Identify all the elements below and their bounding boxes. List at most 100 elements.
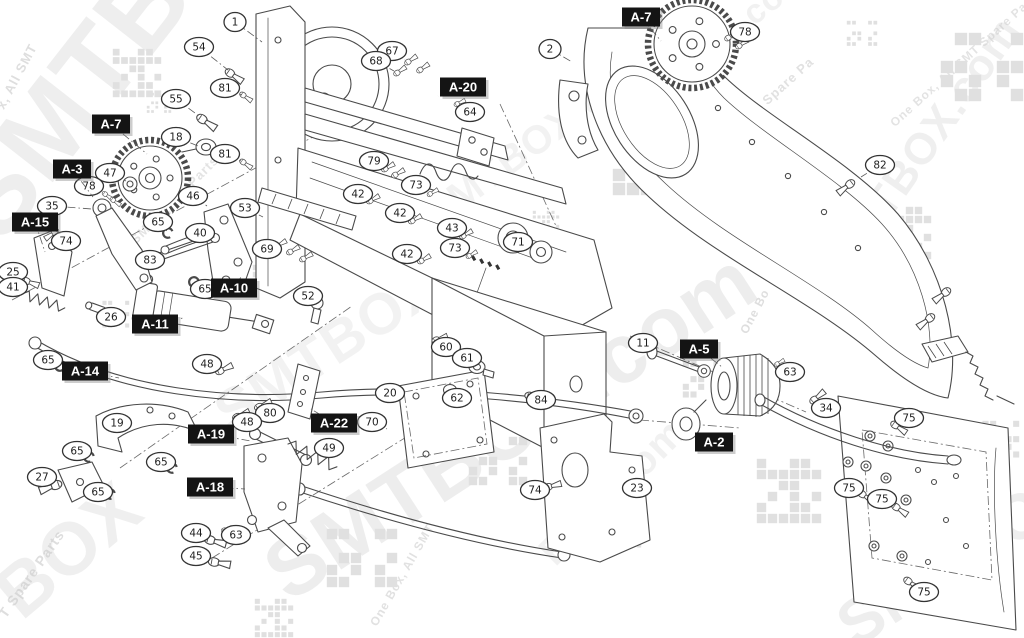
svg-text:65: 65 [154,457,167,469]
svg-text:65: 65 [151,217,164,229]
callout-48: 48 [191,353,223,375]
callout-75: 75 [908,581,940,603]
callout-65: 65 [145,451,177,473]
svg-text:65: 65 [198,284,211,296]
callout-81: 81 [209,143,242,165]
sensor-cable [419,163,479,181]
curved-arm-frame [558,27,954,399]
callout-61: 61 [451,347,483,369]
callout-84: 84 [525,389,557,411]
svg-text:83: 83 [143,255,156,267]
callout-11: 11 [627,332,659,354]
label-A-3: A-3 [53,159,94,198]
svg-text:81: 81 [218,83,231,95]
svg-text:62: 62 [450,393,463,405]
callout-73: 73 [400,174,432,196]
callout-25: 25 [0,261,29,283]
callout-19: 19 [101,412,133,434]
callout-82: 82 [860,154,896,178]
svg-text:A-7: A-7 [101,117,122,132]
extension-spring [287,440,338,471]
svg-text:19: 19 [110,418,123,430]
svg-text:52: 52 [301,291,314,303]
callout-23: 23 [621,477,653,499]
pixel-pattern [112,48,162,98]
svg-text:65: 65 [91,487,104,499]
svg-text:34: 34 [819,403,833,415]
svg-text:63: 63 [229,530,242,542]
callout-41: 41 [0,276,29,298]
callout-48: 48 [231,411,263,433]
svg-text:A-18: A-18 [196,480,224,495]
svg-text:63: 63 [783,367,796,379]
svg-text:18: 18 [169,132,182,144]
svg-text:43: 43 [445,223,458,235]
svg-text:A-14: A-14 [71,364,100,379]
label-A-18: A-18 [187,477,246,499]
label-A-7: A-7 [622,7,663,42]
callout-74: 74 [50,230,82,252]
svg-text:A-10: A-10 [220,281,248,296]
svg-text:82: 82 [873,160,886,172]
svg-text:55: 55 [169,94,182,106]
svg-text:35: 35 [45,201,58,213]
svg-text:78: 78 [738,27,751,39]
svg-text:65: 65 [41,355,54,367]
svg-text:65: 65 [70,446,83,458]
callout-1: 1 [223,11,263,43]
pixel-pattern [326,528,398,588]
index-drum [710,353,781,417]
callout-42: 42 [384,202,416,224]
flange-hub [671,399,707,441]
callout-75: 75 [833,477,865,499]
svg-text:A-19: A-19 [197,427,225,442]
svg-text:54: 54 [192,42,206,54]
callout-64: 64 [454,101,486,123]
svg-text:74: 74 [59,236,73,248]
svg-text:42: 42 [351,189,364,201]
svg-text:60: 60 [439,342,452,354]
svg-text:2: 2 [547,44,554,56]
svg-text:75: 75 [917,587,930,599]
callout-71: 71 [502,231,534,253]
callout-44: 44 [180,522,212,544]
callout-65: 65 [142,211,174,233]
callout-83: 83 [134,249,166,271]
callout-2: 2 [538,38,573,63]
svg-text:A-11: A-11 [141,317,168,332]
svg-text:A-2: A-2 [704,435,725,450]
svg-text:73: 73 [409,180,422,192]
callout-43: 43 [436,217,468,239]
callout-42: 42 [342,183,374,205]
callout-47: 47 [94,162,127,184]
svg-text:69: 69 [260,244,273,256]
guide-block [287,363,321,420]
tiny-fasteners [471,255,501,271]
tension-spring-block [921,335,1015,405]
label-A-11: A-11 [132,314,184,336]
callout-49: 49 [313,437,345,459]
svg-text:70: 70 [365,417,378,429]
mounting-plate [837,395,1017,631]
svg-text:75: 75 [842,483,855,495]
svg-text:71: 71 [511,237,524,249]
callout-69: 69 [251,238,283,260]
svg-text:80: 80 [263,408,276,420]
svg-text:49: 49 [322,443,335,455]
svg-text:A-22: A-22 [320,416,348,431]
callout-65: 65 [82,481,114,503]
pixel-pattern [846,20,878,46]
callout-40: 40 [184,222,216,244]
callout-27: 27 [26,466,58,488]
callout-75: 75 [893,407,925,429]
pixel-pattern [756,458,822,524]
label-A-10: A-10 [211,276,260,300]
svg-text:79: 79 [367,156,380,168]
svg-text:11: 11 [636,338,649,350]
svg-text:1: 1 [232,17,239,29]
svg-text:47: 47 [103,168,116,180]
label-A-7: A-7 [92,114,148,155]
